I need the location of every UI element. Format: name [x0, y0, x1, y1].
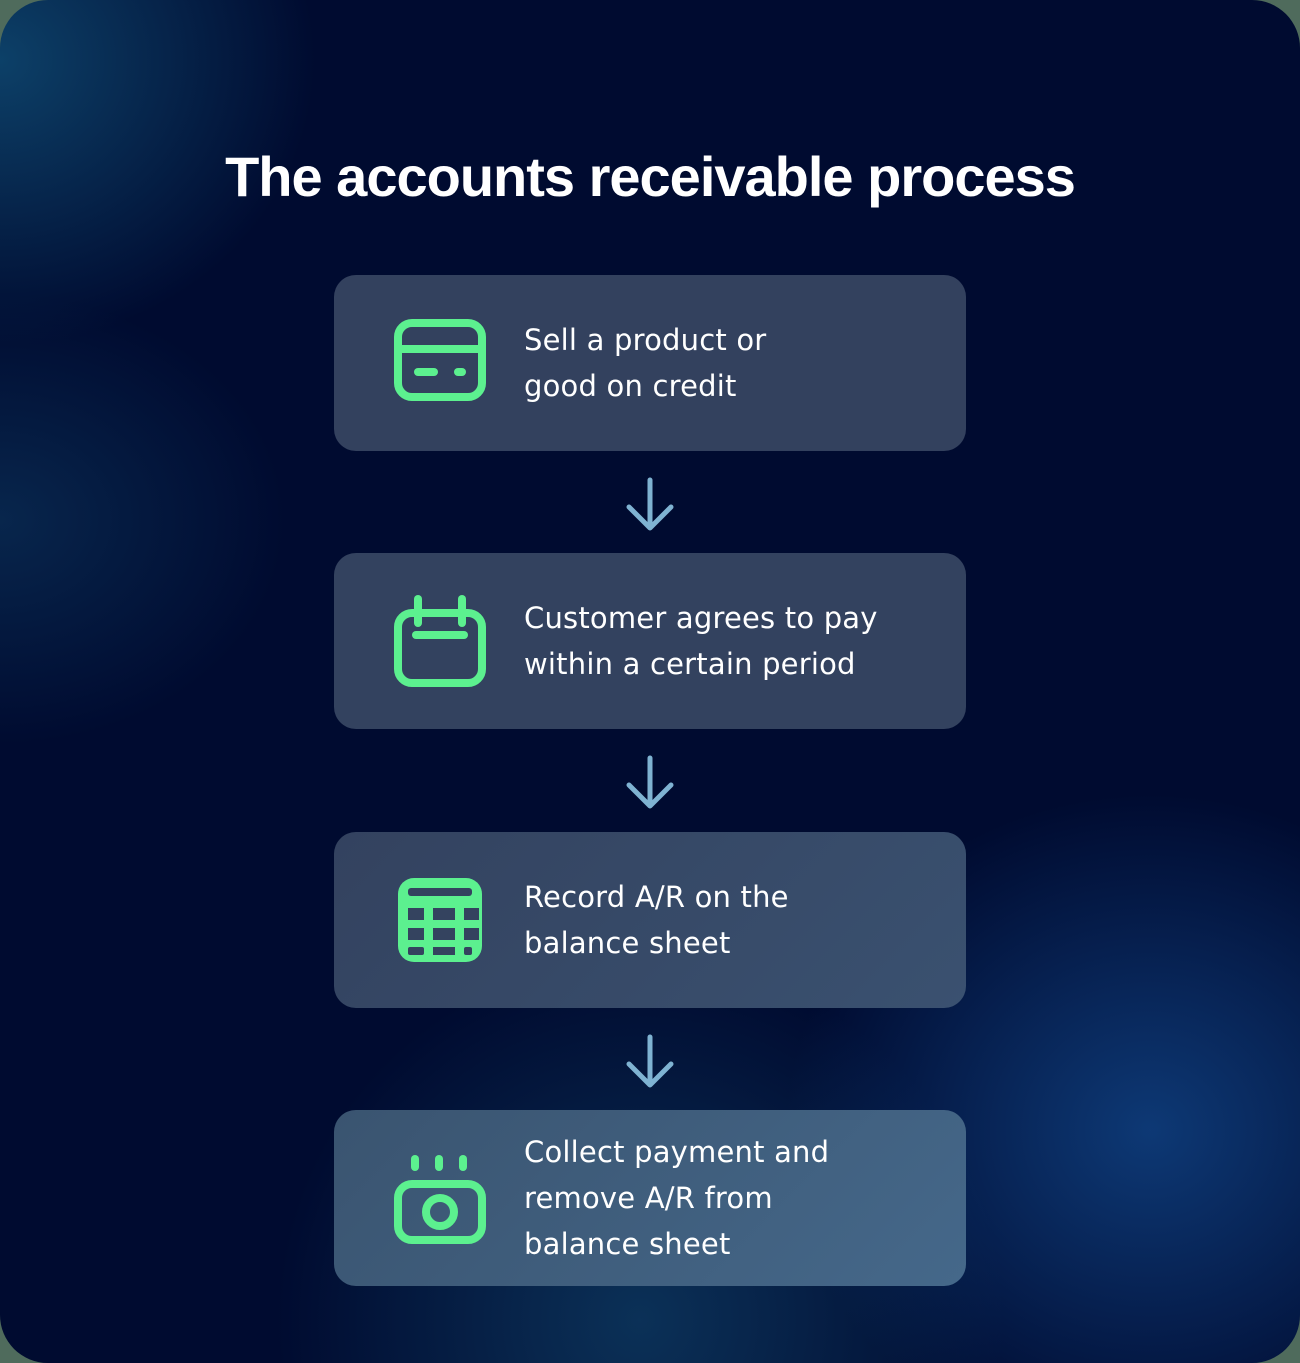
- spreadsheet-table-icon: [398, 878, 482, 962]
- arrow-down-icon: [626, 477, 674, 531]
- calendar-icon: [394, 595, 486, 687]
- step-collect-payment: Collect payment and remove A/R from bala…: [334, 1110, 966, 1286]
- cash-payment-icon: [394, 1155, 486, 1244]
- step-customer-agrees: Customer agrees to pay within a certain …: [334, 553, 966, 729]
- step-label: Record A/R on the balance sheet: [524, 880, 789, 960]
- page-title: The accounts receivable process: [225, 144, 1076, 208]
- step-sell-on-credit: Sell a product or good on credit: [334, 275, 966, 451]
- arrow-down-icon: [626, 1034, 674, 1088]
- step-record-ar: Record A/R on the balance sheet: [334, 832, 966, 1008]
- credit-card-icon: [394, 319, 486, 401]
- step-label: Customer agrees to pay within a certain …: [524, 601, 878, 681]
- step-label: Sell a product or good on credit: [524, 323, 767, 403]
- step-label: Collect payment and remove A/R from bala…: [524, 1135, 830, 1261]
- arrow-down-icon: [626, 755, 674, 809]
